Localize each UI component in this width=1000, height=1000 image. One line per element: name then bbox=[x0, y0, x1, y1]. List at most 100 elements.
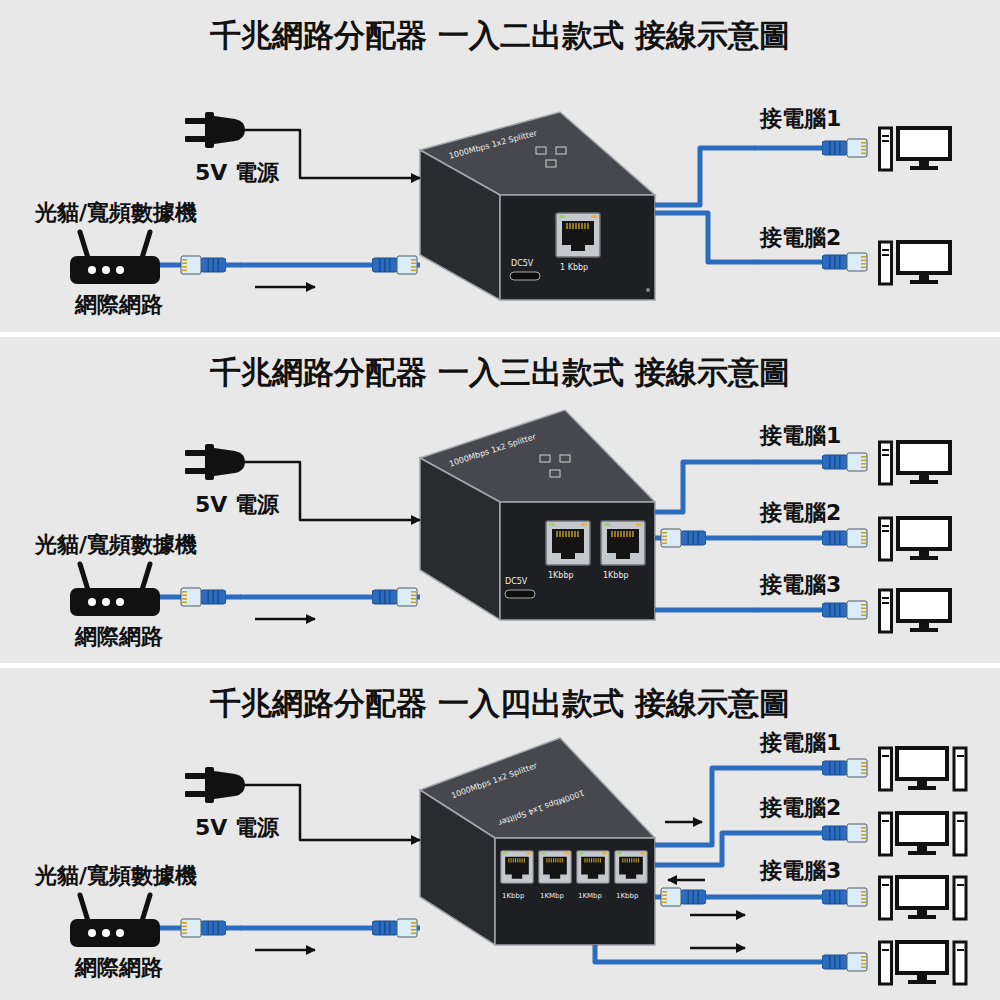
plug-icon bbox=[185, 444, 245, 480]
rj45-connector bbox=[822, 139, 867, 157]
network-cable bbox=[655, 462, 755, 512]
network-cable bbox=[655, 833, 755, 865]
power-wire bbox=[290, 462, 420, 520]
power-plug: 5V 電源 bbox=[185, 440, 290, 520]
device-pictogram bbox=[546, 160, 556, 167]
internet-label: 網際網路 bbox=[75, 955, 163, 980]
rj45-connector bbox=[822, 601, 867, 619]
panel-ground bbox=[0, 668, 1000, 1000]
cable-stubs bbox=[160, 148, 830, 962]
computer-label: 接電腦1 bbox=[760, 730, 841, 755]
rj45-port bbox=[501, 851, 534, 884]
port-label: 1KMbp bbox=[578, 892, 602, 900]
router-icon bbox=[70, 564, 160, 616]
computer: 接電腦1 bbox=[755, 106, 960, 176]
power-port-label: DC5V bbox=[511, 259, 533, 268]
port-label: 1KMbp bbox=[540, 892, 564, 900]
computer-label: 接電腦2 bbox=[760, 225, 841, 250]
rj45-connector bbox=[822, 953, 867, 971]
cable-stub bbox=[754, 460, 830, 465]
direction-arrow bbox=[255, 286, 315, 289]
model-label: 1000Mbps 1x2 Splitter bbox=[450, 761, 538, 801]
modem-router: 光貓/寬頻數據機網際網路 bbox=[30, 200, 240, 320]
rj45-connector bbox=[822, 759, 867, 777]
computer-icon bbox=[880, 748, 967, 790]
rj45-connector bbox=[181, 919, 226, 937]
port-label: 1Kbbp bbox=[502, 892, 524, 900]
panel-ground bbox=[0, 0, 1000, 332]
computer-icon bbox=[880, 442, 951, 484]
modem-label: 光貓/寬頻數據機 bbox=[35, 532, 197, 557]
computer-icon bbox=[880, 518, 951, 560]
diagram-panel: 千兆網路分配器 一入二出款式 接線示意圖5V 電源光貓/寬頻數據機網際網路100… bbox=[0, 0, 1000, 332]
computer: 接電腦3 bbox=[755, 572, 960, 634]
computer-label: 接電腦1 bbox=[760, 423, 841, 448]
rj45-port bbox=[601, 521, 645, 565]
rj45-port bbox=[556, 213, 600, 257]
rj45-port bbox=[577, 851, 610, 884]
rj45-connector bbox=[822, 453, 867, 471]
modem-router: 光貓/寬頻數據機網際網路 bbox=[30, 863, 240, 983]
modem-router: 光貓/寬頻數據機網際網路 bbox=[30, 532, 240, 652]
direction-arrow bbox=[690, 947, 745, 950]
usb-c-port bbox=[510, 272, 540, 280]
network-cable bbox=[655, 213, 755, 262]
device-front bbox=[495, 838, 655, 945]
device-side bbox=[420, 458, 500, 620]
device-pictogram bbox=[550, 470, 560, 477]
power-label: 5V 電源 bbox=[195, 815, 279, 840]
power-label: 5V 電源 bbox=[195, 492, 279, 517]
panel-title: 千兆網路分配器 一入三出款式 接線示意圖 bbox=[0, 355, 1000, 391]
network-cable bbox=[655, 608, 755, 613]
cable-stub bbox=[754, 146, 830, 151]
network-cable bbox=[655, 148, 755, 205]
rj45-connector bbox=[661, 529, 706, 547]
device-pictogram bbox=[560, 455, 570, 462]
computer: 接電腦2 bbox=[755, 500, 960, 562]
rj45-connector bbox=[372, 588, 417, 606]
direction-arrow bbox=[665, 821, 702, 824]
port-label: 1Kbbp bbox=[616, 892, 638, 900]
rj45-port bbox=[615, 851, 648, 884]
computer-icon bbox=[880, 813, 967, 855]
device-pictogram bbox=[536, 147, 546, 154]
computer-icon bbox=[880, 942, 967, 984]
rj45-connector bbox=[181, 588, 226, 606]
usb-c-port bbox=[505, 590, 535, 598]
computer: 接電腦2 bbox=[755, 225, 960, 295]
router-icon bbox=[70, 232, 160, 284]
direction-arrow bbox=[255, 618, 315, 621]
direction-arrow bbox=[668, 879, 705, 882]
panel-ground bbox=[0, 337, 1000, 663]
cable-stub bbox=[754, 536, 830, 541]
diagram-panel: 千兆網路分配器 一入三出款式 接線示意圖 5V 電源光貓/寬頻數據機網際網路 100… bbox=[0, 337, 1000, 663]
power-wire bbox=[290, 785, 420, 840]
device-pictogram bbox=[540, 455, 550, 462]
computer-label: 接電腦2 bbox=[760, 795, 841, 820]
port-label: 1Kbbp bbox=[548, 571, 574, 580]
internet-label: 網際網路 bbox=[75, 624, 163, 649]
rj45-connector bbox=[822, 824, 867, 842]
computer: 接電腦1 bbox=[755, 423, 960, 485]
computer-icon bbox=[880, 128, 951, 170]
power-plug: 5V 電源 bbox=[185, 763, 290, 843]
rj45-connector bbox=[372, 919, 417, 937]
rj45-connector bbox=[822, 253, 867, 271]
direction-arrow bbox=[690, 914, 745, 917]
power-cord bbox=[244, 784, 290, 787]
splitter-device: 1000Mbps 1x2 SplitterDC5V1Kbbp1Kbbp bbox=[420, 405, 655, 620]
rj45-connector bbox=[661, 888, 706, 906]
panel-title: 千兆網路分配器 一入四出款式 接線示意圖 bbox=[0, 686, 1000, 722]
power-plug: 5V 電源 bbox=[185, 108, 290, 188]
plug-icon bbox=[185, 767, 245, 803]
cable-stub bbox=[754, 260, 830, 265]
device-front bbox=[500, 195, 655, 300]
device-side bbox=[420, 790, 495, 945]
internet-label: 網際網路 bbox=[75, 292, 163, 317]
rj45-connector bbox=[822, 529, 867, 547]
computer: 接電腦2 bbox=[755, 795, 960, 855]
model-label: 1000Mbps 1x2 Splitter bbox=[448, 129, 538, 161]
diagram-panel: 千兆網路分配器 一入四出款式 接線示意圖 5V 電源光貓/寬頻數據機網際網路 100… bbox=[0, 668, 1000, 1000]
device-pictogram bbox=[556, 147, 566, 154]
